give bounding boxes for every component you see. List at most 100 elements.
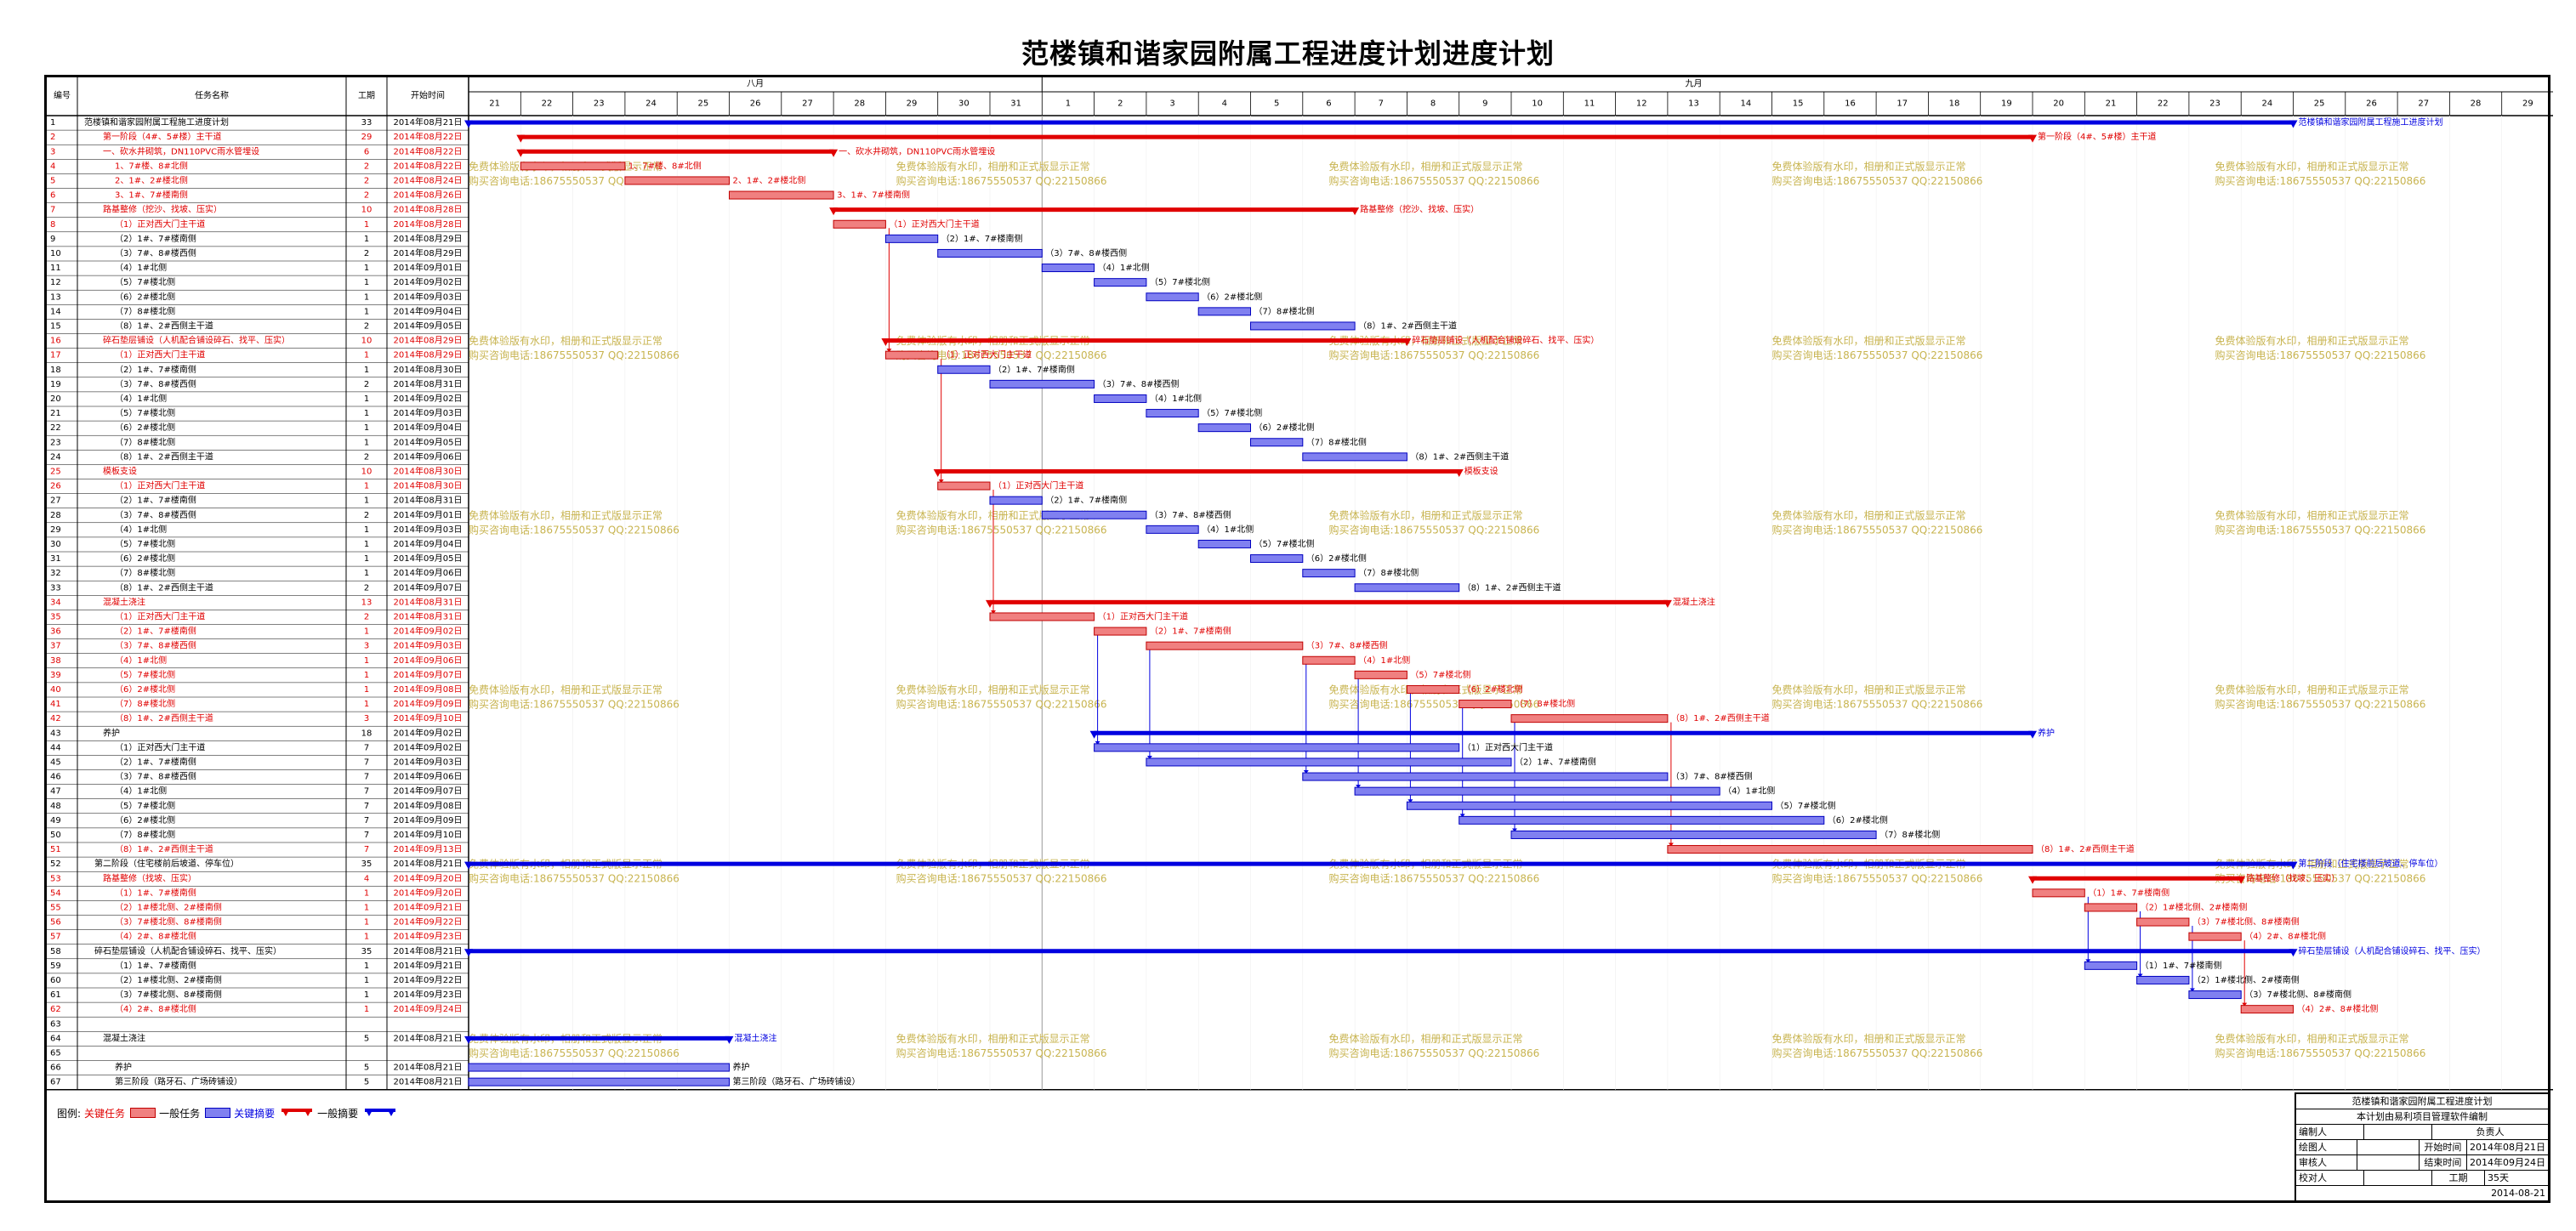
watermark-line1: 免费体验版有水印，相册和正式版显示正常 — [1328, 160, 1522, 173]
task-name: 3、1#、7#楼南侧 — [115, 190, 188, 201]
task-duration: 2 — [364, 321, 369, 331]
task-bar-label: 养护 — [733, 1062, 750, 1073]
task-bar — [1197, 307, 1251, 316]
task-bar — [2032, 888, 2085, 898]
task-bar-label: 3、1#、7#楼南侧 — [837, 190, 910, 201]
task-id: 3 — [50, 147, 55, 156]
task-id: 49 — [50, 816, 61, 825]
watermark-line2: 购买咨询电话:18675550537 QQ:22150866 — [1328, 174, 1539, 187]
task-start: 2014年09月06日 — [394, 451, 463, 462]
task-duration: 1 — [364, 903, 369, 912]
legend-critical-summary-label: 关键摘要 — [234, 1107, 276, 1120]
task-duration: 6 — [364, 147, 369, 156]
task-id: 12 — [50, 278, 61, 287]
watermark-line2: 购买咨询电话:18675550537 QQ:22150866 — [1772, 349, 1983, 361]
task-duration: 1 — [364, 918, 369, 928]
summary-end-marker — [2028, 730, 2037, 739]
task-id: 7 — [50, 206, 55, 215]
dependency-arrow — [1407, 799, 1413, 803]
summary-bar-label: 模板支设 — [1464, 465, 1498, 476]
task-start: 2014年09月07日 — [394, 786, 463, 797]
task-bar — [2136, 917, 2190, 927]
task-bar-label: （2）1#楼北侧、2#楼南侧 — [2192, 974, 2300, 985]
summary-start-marker — [986, 599, 994, 608]
watermark-line2: 购买咨询电话:18675550537 QQ:22150866 — [469, 697, 680, 710]
task-start: 2014年09月06日 — [394, 771, 463, 782]
summary-bar — [885, 338, 1407, 343]
task-duration: 1 — [364, 351, 369, 360]
task-start: 2014年09月08日 — [394, 800, 463, 811]
summary-start-marker — [464, 1035, 473, 1044]
task-name: （1）正对西大门主干道 — [115, 741, 205, 752]
day-label: 15 — [1793, 99, 1804, 109]
summary-end-marker — [1402, 338, 1412, 347]
task-bar-label: （4）1#北侧 — [1202, 524, 1254, 535]
task-bar-label: （2）1#、7#楼南侧 — [1150, 626, 1231, 637]
task-duration: 1 — [364, 307, 369, 316]
task-start: 2014年09月05日 — [394, 553, 463, 564]
task-bar-label: （4）1#北侧 — [1723, 786, 1775, 797]
task-bar — [2188, 932, 2242, 941]
task-duration: 7 — [364, 802, 369, 811]
day-label: 23 — [594, 99, 605, 109]
day-label: 25 — [697, 99, 708, 109]
task-id: 1 — [50, 118, 55, 128]
task-id: 41 — [50, 700, 61, 709]
task-duration: 1 — [364, 264, 369, 273]
task-duration: 1 — [364, 292, 369, 302]
drafter-label: 绘图人 — [2296, 1140, 2358, 1154]
task-name: （7）8#楼北侧 — [115, 567, 175, 578]
task-name: 范楼镇和谐家园附属工程施工进度计划 — [84, 116, 229, 128]
task-duration: 7 — [364, 845, 369, 854]
task-id: 17 — [50, 351, 61, 360]
task-name: （4）2#、8#楼北侧 — [115, 931, 196, 942]
task-name: 1、7#楼、8#北侧 — [115, 160, 188, 171]
task-bar-label: （3）7#、8#楼西侧 — [1098, 378, 1180, 389]
watermark-line1: 免费体验版有水印，相册和正式版显示正常 — [2215, 1032, 2409, 1045]
task-bar-label: （2）1#、7#楼南侧 — [941, 233, 1023, 244]
summary-bar-label: 范楼镇和谐家园附属工程施工进度计划 — [2299, 116, 2443, 128]
task-bar-label: （7）8#楼北侧 — [1879, 829, 1940, 840]
day-label: 27 — [2418, 99, 2429, 109]
summary-start-marker — [516, 134, 526, 143]
watermark-line1: 免费体验版有水印，相册和正式版显示正常 — [2215, 160, 2409, 173]
task-id: 29 — [50, 525, 61, 535]
summary-end-marker — [725, 1035, 734, 1044]
task-start: 2014年09月21日 — [394, 960, 463, 971]
task-id: 30 — [50, 540, 61, 549]
day-label: 28 — [2471, 99, 2482, 109]
task-duration: 1 — [364, 278, 369, 287]
task-duration: 13 — [361, 598, 372, 607]
dependency-arrow — [2242, 1002, 2248, 1007]
task-duration: 7 — [364, 831, 369, 840]
task-id: 59 — [50, 962, 61, 971]
task-id: 8 — [50, 220, 55, 230]
task-duration: 7 — [364, 787, 369, 797]
task-start: 2014年09月06日 — [394, 567, 463, 578]
task-duration: 35 — [361, 859, 372, 869]
task-duration: 2 — [364, 380, 369, 389]
task-bar — [1354, 583, 1460, 593]
task-start: 2014年08月24日 — [394, 174, 463, 185]
legend-label: 图例: — [57, 1107, 82, 1120]
task-bar — [1146, 409, 1199, 418]
task-bar — [1094, 394, 1147, 403]
summary-bar-label: 一、砍水井砌筑，DN110PVC雨水管埋设 — [839, 145, 995, 156]
watermark-line2: 购买咨询电话:18675550537 QQ:22150866 — [1772, 174, 1983, 187]
watermark-line2: 购买咨询电话:18675550537 QQ:22150866 — [469, 349, 680, 361]
task-bar — [1197, 423, 1251, 433]
task-name: 碎石垫层铺设（人机配合铺设碎石、找平、压实） — [94, 945, 281, 956]
task-duration: 10 — [361, 337, 372, 346]
task-name: （7）8#楼北侧 — [115, 698, 175, 709]
page-title: 范楼镇和谐家园附属工程进度计划进度计划 — [1021, 37, 1555, 70]
day-label: 22 — [2158, 99, 2169, 109]
task-name: （4）1#北侧 — [115, 524, 167, 535]
task-name: （5）7#楼北侧 — [115, 407, 175, 418]
task-bar — [2240, 1005, 2294, 1014]
reviewer-label: 审核人 — [2296, 1155, 2358, 1170]
task-id: 53 — [50, 874, 61, 883]
task-bar-label: （7）8#楼北侧 — [1306, 436, 1367, 447]
task-duration: 5 — [364, 1034, 369, 1043]
day-label: 22 — [542, 99, 553, 109]
task-duration: 1 — [364, 1005, 369, 1014]
